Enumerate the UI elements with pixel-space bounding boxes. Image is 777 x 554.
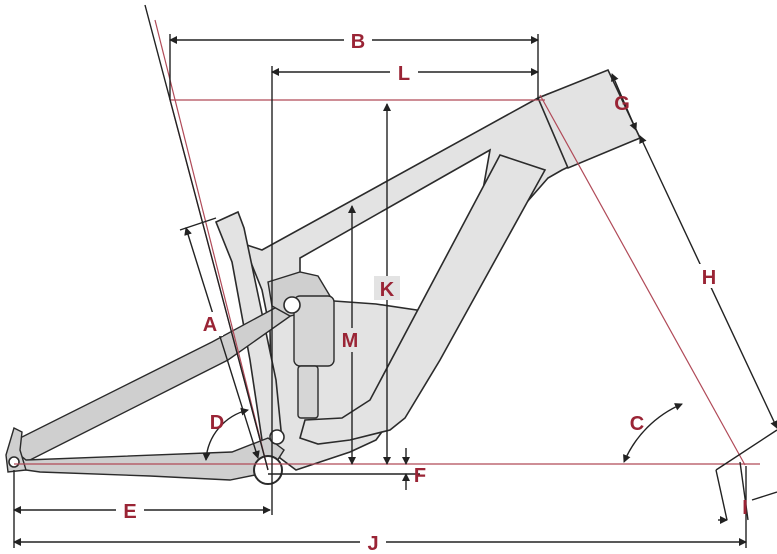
label-j: J [367,533,378,554]
down-tube [299,154,547,445]
label-c: C [630,413,644,435]
shock-mount-bolt [283,296,301,314]
label-d: D [210,412,224,434]
label-f: F [414,465,426,487]
dimension-lines [13,4,777,548]
label-i: I [742,497,748,519]
label-h: H [702,267,716,289]
bike-frame [5,68,642,485]
label-m: M [342,330,359,352]
rear-axle [8,456,20,468]
pivot-bolt [269,429,285,445]
dimension-labels: B L G K M A H C D F E I J [116,30,748,554]
label-a: A [203,314,217,336]
label-l: L [398,63,410,85]
label-e: E [123,501,136,523]
label-k: K [380,279,395,301]
label-b: B [351,31,365,53]
rear-shock-shaft [297,365,319,419]
label-g: G [614,93,630,115]
